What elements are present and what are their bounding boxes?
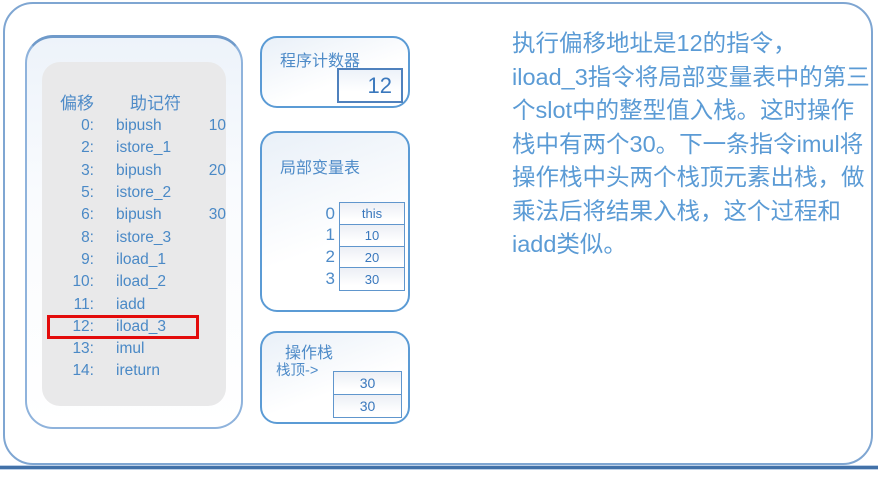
program-counter-title: 程序计数器 (280, 53, 361, 70)
slot-index: 3 (325, 269, 335, 289)
bytecode-row-mnemonic: iload_1 (116, 250, 166, 268)
local-variable-table-title: 局部变量表 (280, 160, 361, 177)
bytecode-row-offset: 12: (72, 317, 94, 335)
slot-index: 2 (325, 247, 335, 267)
slide-bottom-accent-line (0, 466, 878, 469)
description-text: 执行偏移地址是12的指令，iload_3指令将局部变量表中的第三个slot中的整… (512, 30, 870, 257)
bytecode-row-mnemonic: bipush (116, 117, 162, 135)
bytecode-row-offset: 0: (81, 117, 94, 135)
code-header: 偏移 助记符 (56, 89, 181, 114)
bytecode-row-mnemonic: istore_3 (116, 228, 172, 246)
bytecode-row-mnemonic: iload_2 (116, 273, 166, 291)
bytecode-row-mnemonic: istore_2 (116, 184, 172, 202)
bytecode-row-offset: 3: (81, 161, 94, 179)
local-variable-slot-row: 0 this (317, 202, 405, 226)
bytecode-row: 8: istore_3 (54, 226, 226, 248)
slot-index: 0 (325, 203, 335, 223)
bytecode-row-offset: 14: (72, 362, 94, 380)
bytecode-row-offset: 5: (81, 184, 94, 202)
bytecode-row: 13: imul (54, 338, 226, 360)
bytecode-panel: 偏移 助记符 0: bipush 10 2: istore_1 3: (25, 35, 243, 429)
local-variable-slot-row: 3 30 (317, 267, 405, 291)
bytecode-row: 14: ireturn (54, 360, 226, 382)
local-variable-slot-row: 2 20 (317, 245, 405, 269)
operand-stack-cells: 30 30 (333, 371, 402, 418)
bytecode-row-mnemonic: bipush (116, 206, 162, 224)
bytecode-row-offset: 11: (73, 295, 94, 313)
bytecode-row-highlighted: 12: iload_3 (47, 314, 226, 340)
bytecode-row-operand: 20 (208, 161, 226, 179)
bytecode-row-mnemonic: iadd (116, 295, 146, 313)
bytecode-row: 0: bipush 10 (54, 115, 226, 137)
bytecode-row: 9: iload_1 (54, 249, 226, 271)
slot-value-cell: this (339, 202, 405, 226)
bytecode-row: 3: bipush 20 (54, 160, 226, 182)
bytecode-row-offset: 6: (81, 206, 94, 224)
bytecode-row: 2: istore_1 (54, 137, 226, 159)
bytecode-row: 10: iload_2 (54, 271, 226, 293)
code-header-mnemonic: 助记符 (130, 94, 181, 113)
bytecode-rows: 0: bipush 10 2: istore_1 3: bipush 20 (47, 115, 226, 383)
stack-top-pointer-label: 栈顶-> (276, 363, 319, 379)
slot-value-cell: 20 (339, 245, 405, 269)
local-variable-slots: 0 this 1 10 2 20 3 30 (317, 202, 405, 291)
stack-cell: 30 (333, 371, 402, 395)
bytecode-row-offset: 13: (72, 340, 94, 358)
slide-border (3, 2, 873, 465)
operand-stack-title: 操作栈 (285, 345, 334, 362)
bytecode-row-mnemonic: ireturn (116, 362, 160, 380)
stack-cell: 30 (333, 393, 402, 418)
bytecode-row: 11: iadd (54, 293, 226, 315)
bytecode-row: 5: istore_2 (54, 182, 226, 204)
local-variable-slot-row: 1 10 (317, 223, 405, 248)
bytecode-row-offset: 2: (81, 139, 94, 157)
bytecode-row-operand: 10 (208, 117, 226, 135)
slot-index: 1 (325, 225, 335, 245)
bytecode-row-mnemonic: istore_1 (116, 139, 172, 157)
bytecode-row: 6: bipush 30 (54, 204, 226, 226)
slot-value-cell: 10 (339, 223, 405, 248)
bytecode-row-mnemonic: imul (116, 340, 145, 358)
program-counter-box: 程序计数器 12 (260, 36, 410, 108)
bytecode-row-offset: 9: (81, 250, 94, 268)
slot-value-cell: 30 (339, 267, 405, 291)
program-counter-value: 12 (337, 68, 403, 103)
bytecode-row-mnemonic: iload_3 (116, 317, 166, 335)
operand-stack-box: 操作栈 栈顶-> 30 30 (260, 331, 410, 424)
bytecode-row-operand: 30 (208, 206, 226, 224)
code-header-offset: 偏移 (60, 94, 94, 113)
code-listing-panel: 偏移 助记符 0: bipush 10 2: istore_1 3: (42, 62, 226, 406)
bytecode-row-mnemonic: bipush (116, 161, 162, 179)
bytecode-row-offset: 8: (81, 228, 94, 246)
local-variable-table-box: 局部变量表 0 this 1 10 2 20 3 30 (260, 131, 410, 312)
bytecode-row-offset: 10: (72, 273, 94, 291)
